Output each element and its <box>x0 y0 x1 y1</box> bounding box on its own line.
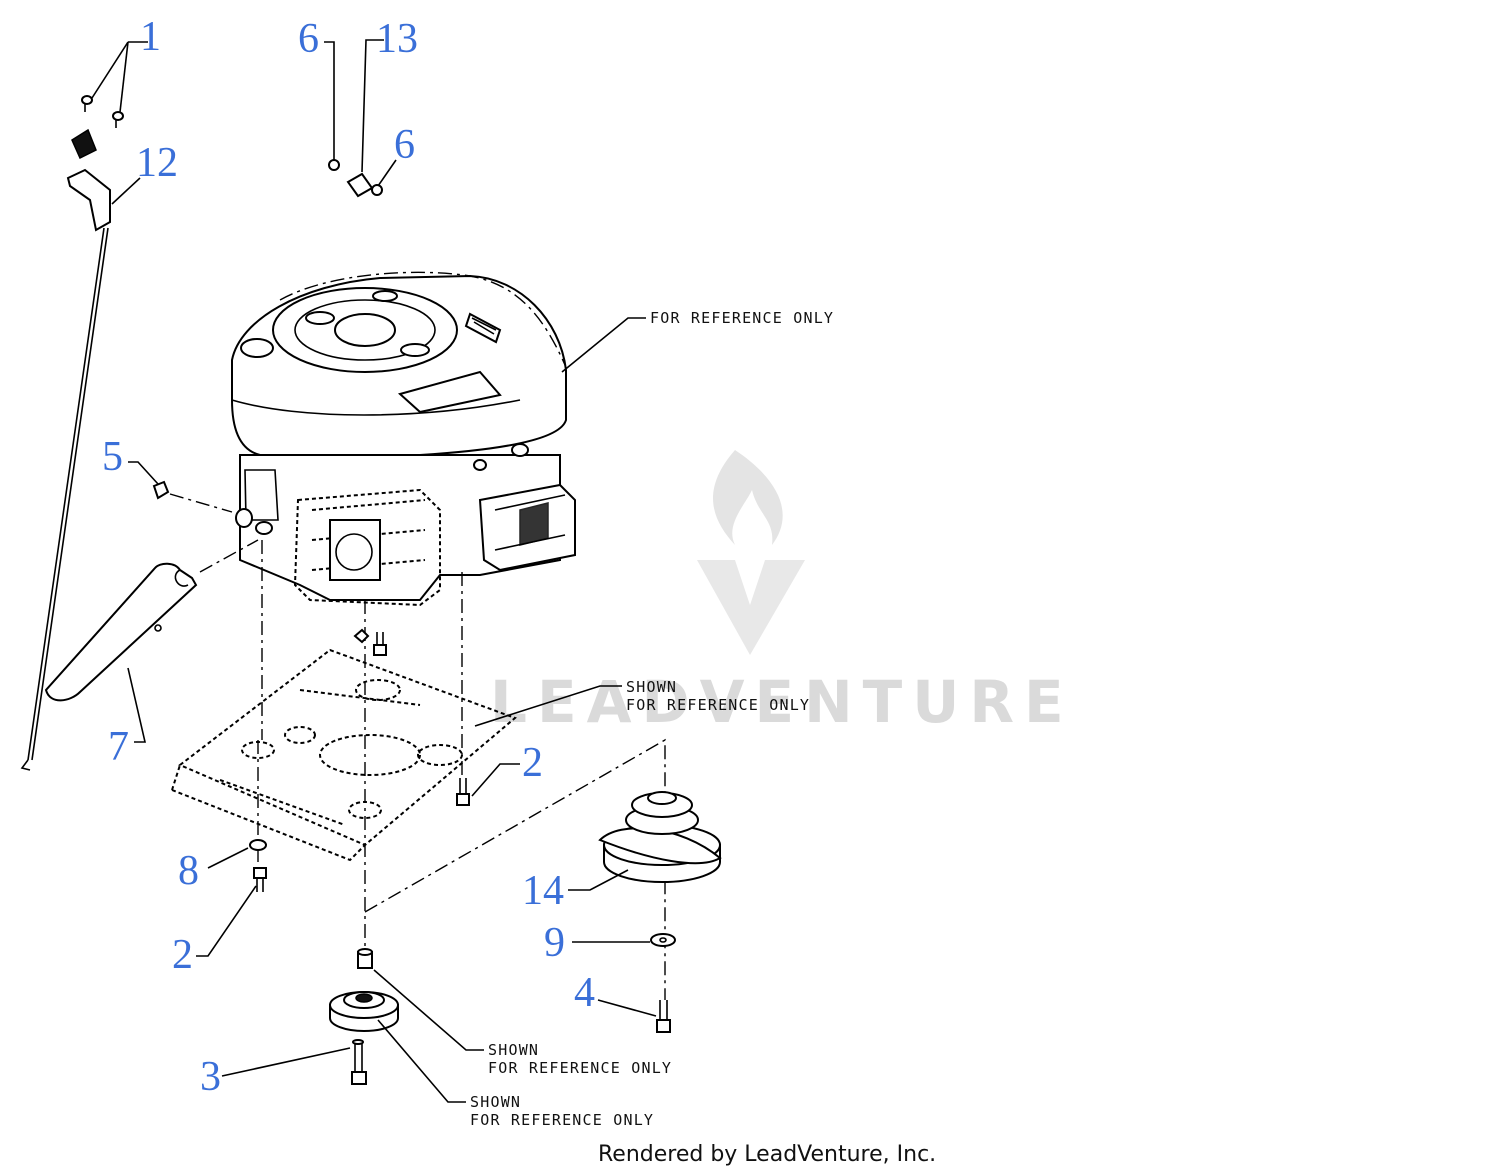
leader-7a <box>127 667 147 743</box>
callout-5: 5 <box>102 434 123 480</box>
note-plate-line1: SHOWN <box>626 678 677 696</box>
bolt-2c <box>253 867 267 892</box>
leader-6a <box>324 41 335 160</box>
callout-7: 7 <box>108 724 129 770</box>
callout-2a: 2 <box>522 740 543 786</box>
centerline-5 <box>169 493 233 513</box>
leader-spacer-note <box>373 969 484 1051</box>
nut-5 <box>152 480 170 500</box>
leader-plate-note <box>474 685 622 727</box>
centerline-d <box>364 738 666 1000</box>
note-spacer-line1: SHOWN <box>488 1041 539 1059</box>
note-plate-line2: FOR REFERENCE ONLY <box>626 696 810 714</box>
spacer <box>357 948 373 969</box>
note-pulley-line1: SHOWN <box>470 1093 521 1111</box>
pulley-14 <box>598 791 722 883</box>
callout-3: 3 <box>200 1054 221 1100</box>
bolt-3 <box>351 1039 367 1085</box>
leader-2a <box>471 763 520 797</box>
bolt-4 <box>656 1000 671 1033</box>
callout-14: 14 <box>522 868 564 914</box>
callout-4: 4 <box>574 970 595 1016</box>
note-engine: FOR REFERENCE ONLY <box>650 309 834 327</box>
leader-1a <box>91 41 129 99</box>
engine <box>231 271 576 607</box>
chute-7 <box>44 562 198 702</box>
callout-13: 13 <box>376 16 418 62</box>
leader-6b <box>377 159 397 187</box>
leader-3 <box>221 1047 351 1077</box>
leader-pulley-note <box>377 1019 466 1103</box>
callout-12: 12 <box>136 140 178 186</box>
watermark-logo <box>697 450 805 655</box>
note-pulley-line2: FOR REFERENCE ONLY <box>470 1111 654 1129</box>
leader-14 <box>568 869 629 891</box>
leader-4 <box>597 999 657 1017</box>
centerline-7 <box>199 539 259 573</box>
mounting-plate <box>171 648 517 862</box>
callout-6b: 6 <box>394 122 415 168</box>
bolt-2a <box>353 628 387 656</box>
leader-12 <box>111 177 141 205</box>
leader-engine-note <box>561 317 646 373</box>
leader-5 <box>128 461 159 485</box>
leader-2b <box>196 885 257 957</box>
bolt-2b <box>456 778 470 806</box>
leader-1b <box>119 41 129 113</box>
callout-2b: 2 <box>172 932 193 978</box>
washer-8 <box>249 839 267 851</box>
pedal-assembly <box>20 95 124 771</box>
note-spacer-line2: FOR REFERENCE ONLY <box>488 1059 672 1077</box>
watermark-text: LEADVENTURE <box>490 668 1074 736</box>
callout-9: 9 <box>544 920 565 966</box>
hose-assembly <box>328 159 383 198</box>
idler-pulley <box>329 991 399 1032</box>
callout-8: 8 <box>178 848 199 894</box>
leader-13 <box>361 39 384 173</box>
footer-credit: Rendered by LeadVenture, Inc. <box>598 1142 936 1167</box>
washer-9 <box>650 933 676 947</box>
callout-6a: 6 <box>298 16 319 62</box>
leader-8 <box>207 847 249 869</box>
callout-1: 1 <box>140 14 161 60</box>
